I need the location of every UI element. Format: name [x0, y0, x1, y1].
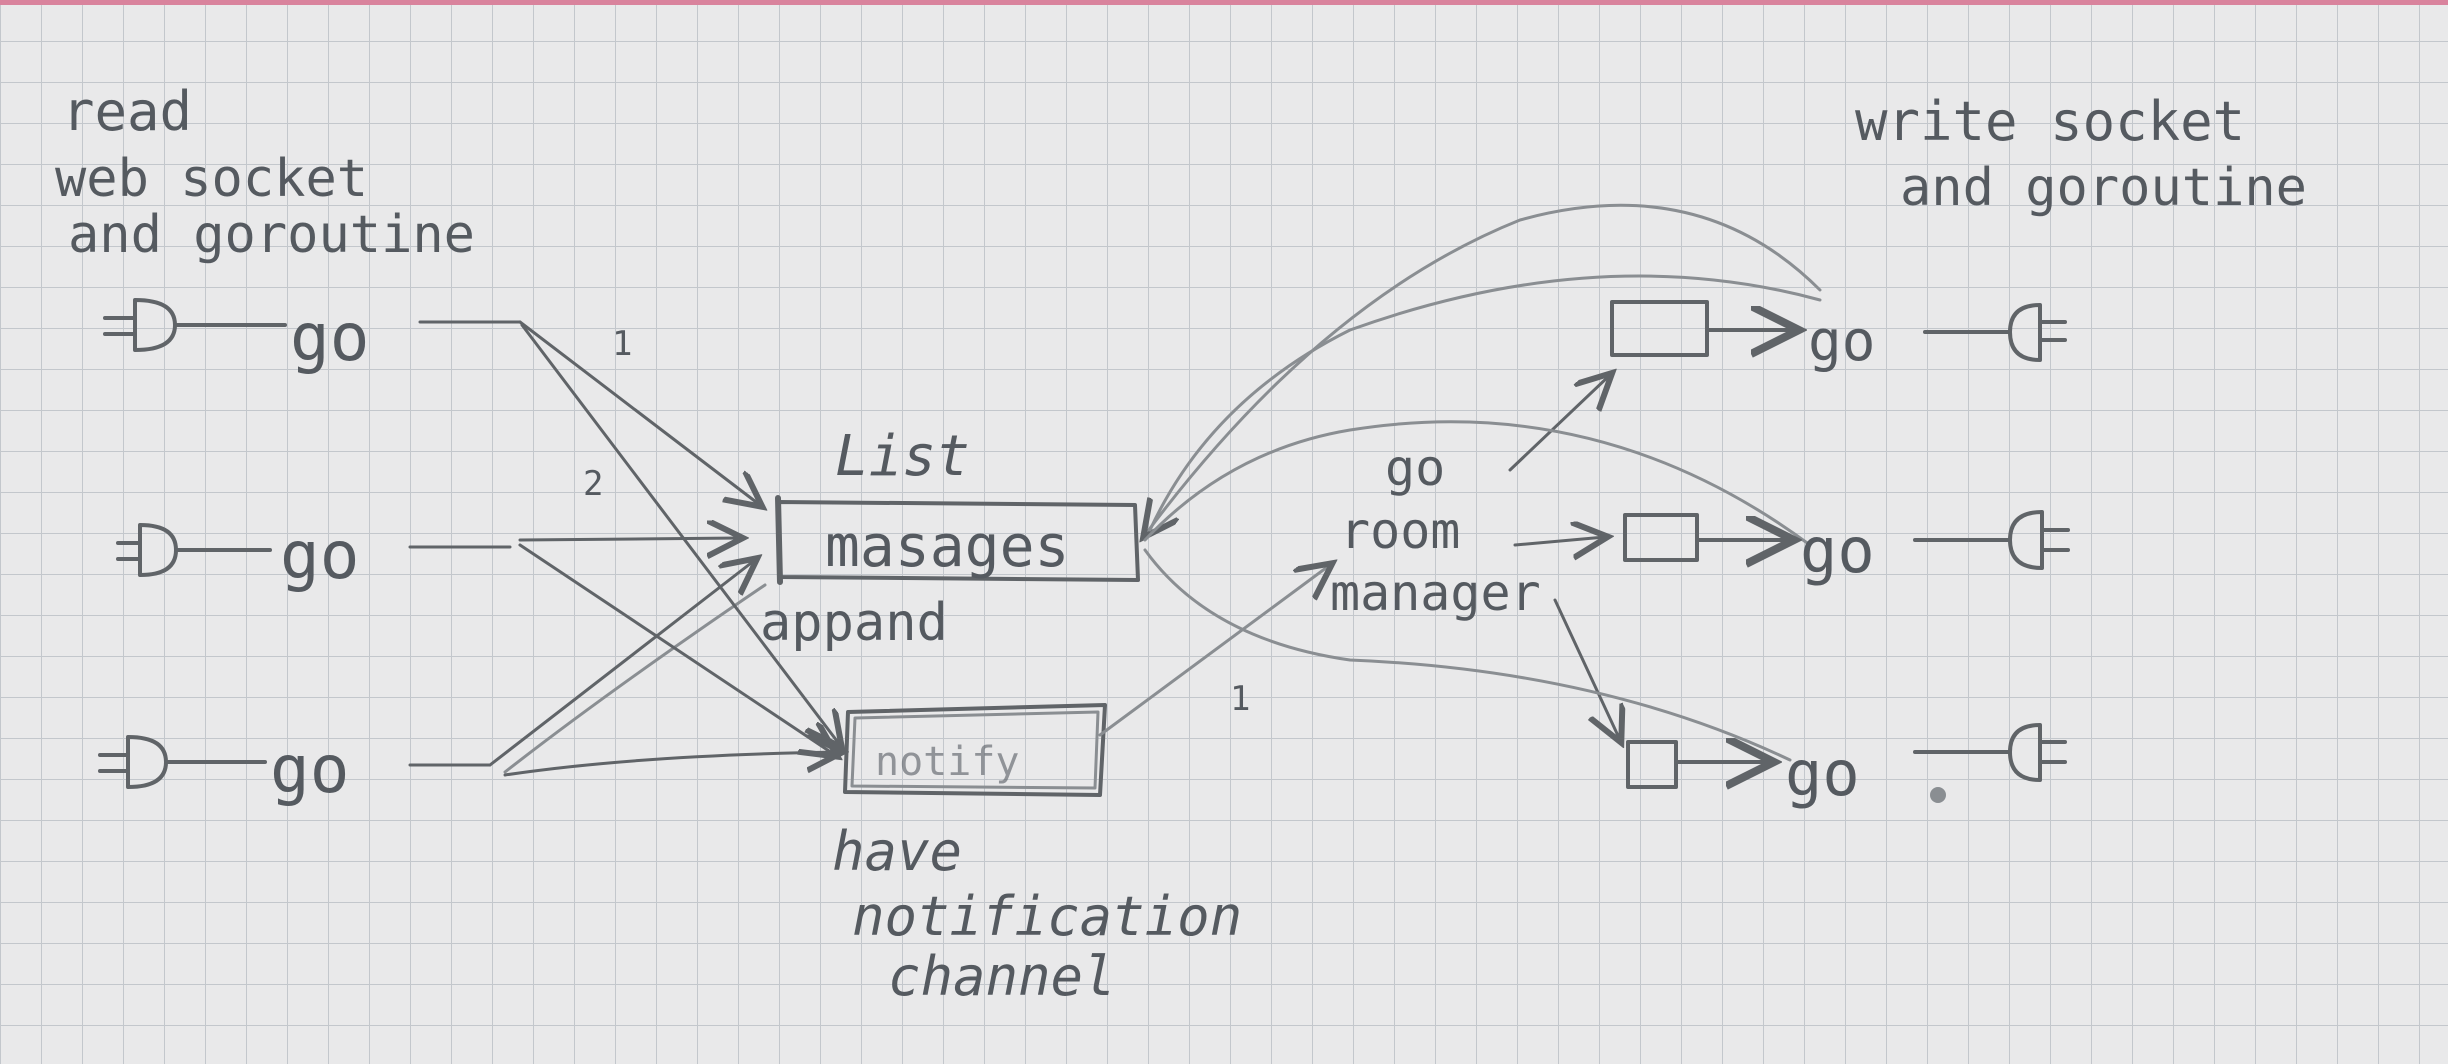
notify-box: notify have notification channel	[832, 703, 1242, 1008]
paper-top-edge	[0, 0, 2448, 5]
edge-number-top: 1	[612, 324, 632, 364]
notify-to-manager-arrow	[1098, 565, 1330, 737]
writer-socket-icon-2	[1913, 510, 2070, 570]
arrows-to-messages	[488, 320, 765, 774]
left-title: read web socket and goroutine	[55, 80, 475, 265]
reader-go-2: go	[280, 517, 359, 594]
writer-go-1: go	[1808, 309, 1875, 374]
messages-list-title: List	[835, 424, 970, 489]
edge-number-mid: 2	[583, 464, 603, 504]
arrows-to-notify	[503, 323, 840, 777]
reader-go-3: go	[270, 731, 349, 808]
edge-number-notify: 1	[1230, 679, 1250, 719]
writer-go-2: go	[1800, 514, 1875, 587]
left-title-line3: and goroutine	[68, 205, 475, 265]
notify-caption-line1: have	[832, 820, 962, 883]
notify-caption-line3: channel	[888, 945, 1116, 1008]
room-manager-line2: room	[1340, 502, 1460, 560]
room-manager-line3: manager	[1330, 564, 1541, 622]
reader-lines	[408, 320, 522, 767]
reader-socket-icon-1	[103, 298, 287, 352]
reader-go-1: go	[290, 299, 369, 376]
right-title-line1: write socket	[1855, 90, 2245, 153]
notify-box-label: notify	[875, 739, 1020, 785]
reader-socket-icon-2	[116, 523, 272, 577]
right-title: write socket and goroutine	[1855, 90, 2307, 218]
writer-socket-icon-1	[1923, 303, 2067, 362]
writer-queue-1	[1610, 300, 1795, 355]
reader-socket-icon-3	[98, 735, 267, 789]
writers-to-messages	[1145, 203, 1822, 762]
left-title-line2: web socket	[55, 149, 368, 209]
writer-queue-3	[1626, 742, 1770, 787]
manager-to-queues	[1508, 375, 1620, 740]
room-manager-line1: go	[1385, 439, 1445, 497]
messages-list-box: List masages appand	[760, 424, 1140, 653]
pencil-smudge	[1930, 787, 1946, 803]
writer-socket-icon-3	[1913, 723, 2067, 782]
messages-append-caption: appand	[760, 593, 948, 653]
messages-list-label: masages	[825, 512, 1069, 580]
left-title-line1: read	[62, 80, 192, 143]
writer-queue-2	[1623, 513, 1790, 560]
room-manager: go room manager	[1330, 439, 1541, 622]
writer-go-3: go	[1785, 737, 1860, 810]
notify-caption-line2: notification	[852, 885, 1242, 948]
right-title-line2: and goroutine	[1900, 158, 2307, 218]
